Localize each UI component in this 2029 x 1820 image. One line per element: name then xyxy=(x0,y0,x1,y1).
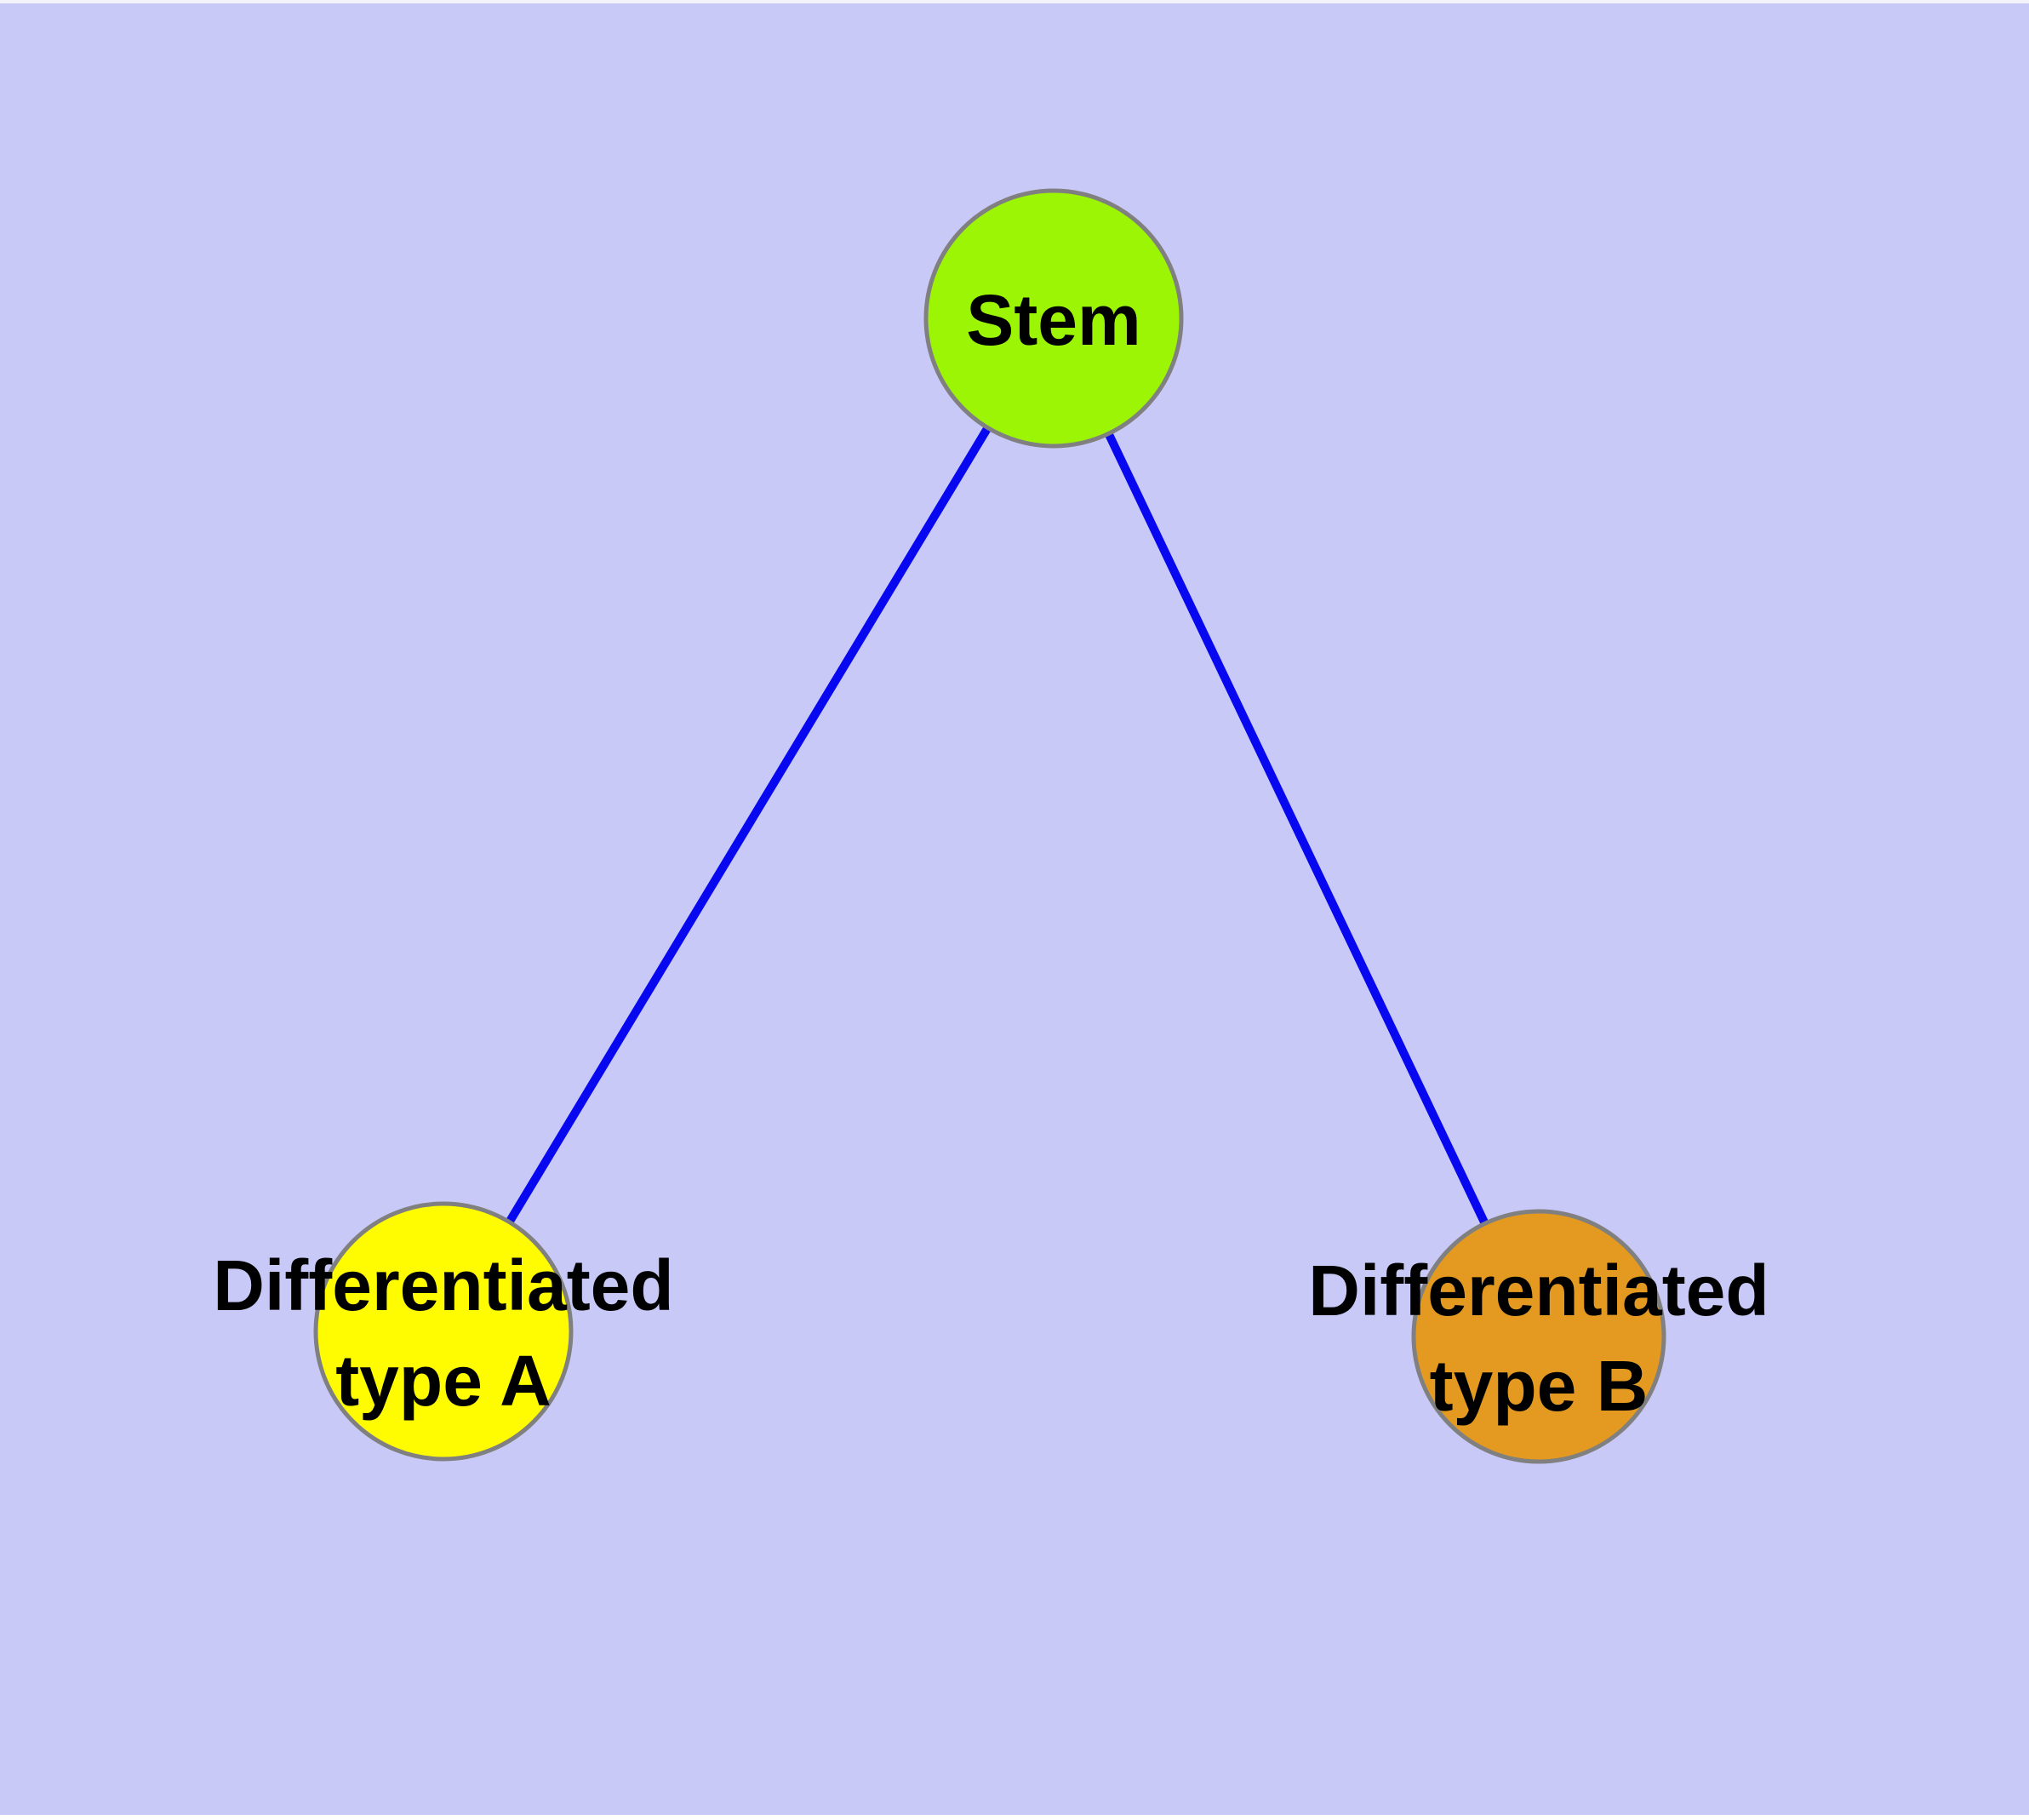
edge-stem-to-type-a xyxy=(439,316,1058,1334)
canvas-edge-bottom xyxy=(0,1815,2029,1820)
node-label-type-a-line1: Differentiated xyxy=(213,1245,674,1325)
canvas-edge-top xyxy=(0,0,2029,3)
node-stem xyxy=(923,188,1184,449)
node-label-differentiated-type-a: Differentiated type A xyxy=(213,1238,673,1428)
node-differentiated-type-a xyxy=(313,1201,574,1462)
node-label-type-a-line2: type A xyxy=(335,1341,552,1421)
edge-stem-to-type-b xyxy=(1049,316,1543,1339)
node-label-stem: Stem xyxy=(966,272,1140,368)
node-label-type-b-line1: Differentiated xyxy=(1308,1251,1769,1331)
node-label-stem-line1: Stem xyxy=(966,280,1141,360)
node-differentiated-type-b xyxy=(1411,1209,1666,1464)
node-label-type-b-line2: type B xyxy=(1429,1346,1649,1426)
node-label-differentiated-type-b: Differentiated type B xyxy=(1308,1243,1769,1434)
